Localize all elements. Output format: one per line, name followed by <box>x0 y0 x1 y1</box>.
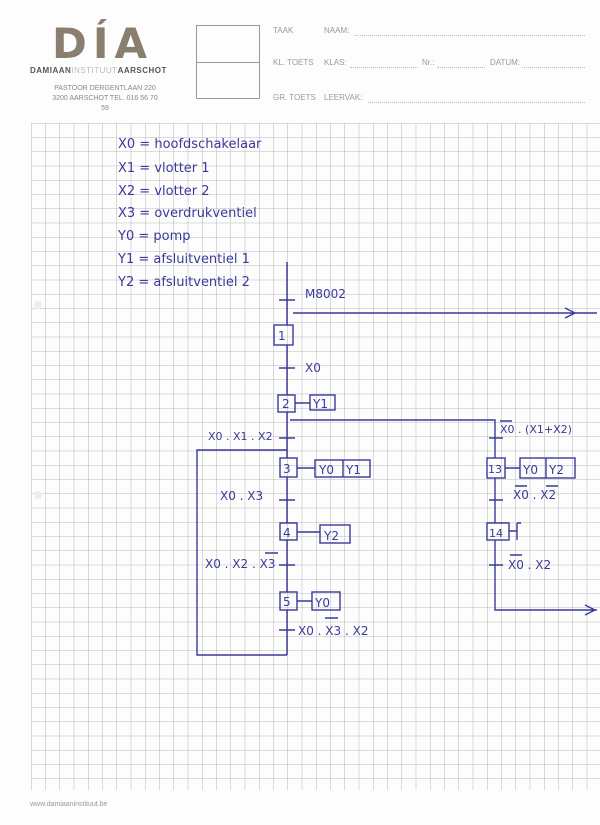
step-3: 3 <box>283 462 291 476</box>
klas-field[interactable] <box>350 58 418 68</box>
footer-url: www.damiaaninstituut.be <box>30 801 108 808</box>
legend-item: Y1 = afsluitventiel 1 <box>117 252 250 267</box>
label-taak: TAAK <box>273 26 294 35</box>
transition-4-5: X0 . X2 . X3 <box>205 557 275 571</box>
legend-item: X1 = vlotter 1 <box>118 161 210 176</box>
label-naam: NAAM: <box>324 26 350 35</box>
legend: X0 = hoofdschakelaar X1 = vlotter 1 X2 =… <box>117 137 262 290</box>
step-14: 14 <box>489 527 503 540</box>
punch-hole <box>34 491 42 499</box>
action-step3-y0: Y0 <box>318 463 334 477</box>
legend-item: X0 = hoofdschakelaar <box>118 137 262 152</box>
step-2: 2 <box>282 397 290 411</box>
transition-3-4: X0 . X3 <box>220 489 263 503</box>
transition-14: X0 . X2 <box>508 558 551 572</box>
naam-field[interactable] <box>355 26 585 36</box>
legend-item: Y2 = afsluitventiel 2 <box>117 275 250 290</box>
transition-1-2: X0 <box>305 361 321 375</box>
transition-13-14: X0 . X2 <box>513 488 556 502</box>
transition-2-3: X0 . X1 . X2 <box>208 430 273 443</box>
school-name: DAMIAANINSTITUUTAARSCHOT <box>30 66 167 75</box>
init-condition: M8002 <box>305 287 346 301</box>
label-nr: Nr.: <box>422 58 435 67</box>
grafcet-lines <box>196 262 597 656</box>
grade-boxes <box>196 25 260 99</box>
label-kl-toets: KL. TOETS <box>273 58 314 67</box>
grid-paper <box>31 123 600 790</box>
leervak-field[interactable] <box>368 93 585 103</box>
action-step5: Y0 <box>314 596 330 610</box>
legend-item: Y0 = pomp <box>117 229 191 244</box>
action-step4: Y2 <box>323 529 339 543</box>
transition-5: X0 . X3 . X2 <box>298 624 368 638</box>
action-step2: Y1 <box>312 397 328 411</box>
nr-field[interactable] <box>437 58 485 68</box>
action-step13-y2: Y2 <box>548 463 564 477</box>
punch-hole <box>34 301 42 309</box>
step-5: 5 <box>283 595 291 609</box>
legend-item: X3 = overdrukventiel <box>118 206 257 221</box>
label-datum: DATUM: <box>490 58 521 67</box>
label-gr-toets: GR. TOETS <box>273 93 316 102</box>
label-leervak: LEERVAK: <box>324 93 363 102</box>
step-4: 4 <box>283 526 291 540</box>
legend-item: X2 = vlotter 2 <box>118 184 210 199</box>
action-step13-y0: Y0 <box>522 463 538 477</box>
label-klas: KLAS: <box>324 58 347 67</box>
action-step3-y1: Y1 <box>345 463 361 477</box>
transition-2-13: X0 . (X1+X2) <box>500 423 572 436</box>
datum-field[interactable] <box>522 58 585 68</box>
step-1: 1 <box>278 329 286 343</box>
school-logo: DÍA <box>52 19 153 68</box>
step-13: 13 <box>488 463 502 476</box>
